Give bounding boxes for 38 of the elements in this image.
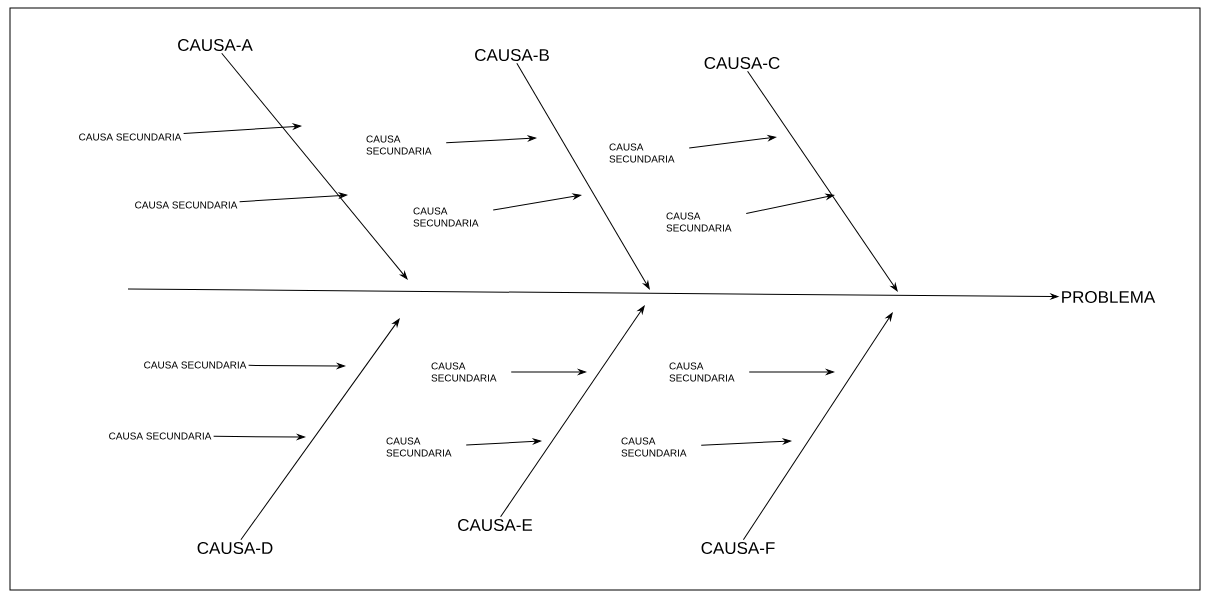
arrow (445, 135, 536, 144)
cause-arrow (240, 318, 400, 541)
cause-arrow (500, 305, 645, 518)
arrow (510, 369, 586, 375)
secondary-cause-label: CAUSA SECUNDARIA (144, 361, 247, 369)
arrow (465, 438, 541, 446)
arrow (688, 135, 776, 149)
secondary-cause-label: CAUSA SECUNDARIA (413, 207, 479, 227)
secondary-cause-label: CAUSA SECUNDARIA (621, 437, 687, 457)
arrow (700, 438, 791, 446)
cause-label: CAUSA-B (475, 49, 549, 62)
cause-label: CAUSA-A (178, 39, 253, 52)
arrow (248, 363, 345, 369)
cause-label: CAUSA-E (458, 519, 533, 532)
arrow (748, 369, 834, 375)
arrow (183, 123, 301, 135)
secondary-cause-label: CAUSA SECUNDARIA (666, 212, 732, 232)
secondary-cause-label: CAUSA SECUNDARIA (386, 437, 452, 457)
spine-arrow (127, 288, 1059, 300)
cause-label: CAUSA-D (197, 542, 273, 555)
secondary-cause-label: CAUSA SECUNDARIA (79, 133, 182, 141)
arrow (745, 193, 835, 214)
problem-label: PROBLEMA (1062, 291, 1156, 304)
cause-arrow (742, 312, 893, 541)
secondary-cause-label: CAUSA SECUNDARIA (431, 362, 497, 382)
secondary-cause-label: CAUSA SECUNDARIA (135, 201, 238, 209)
arrow (213, 434, 305, 440)
cause-label: CAUSA-F (701, 542, 775, 555)
cause-arrow (221, 52, 408, 280)
cause-arrow (516, 62, 650, 290)
arrow (239, 192, 347, 203)
cause-arrow (747, 70, 898, 292)
arrow (492, 193, 581, 211)
secondary-cause-label: CAUSA SECUNDARIA (609, 143, 675, 163)
secondary-cause-label: CAUSA SECUNDARIA (366, 135, 432, 155)
secondary-cause-label: CAUSA SECUNDARIA (109, 432, 212, 440)
secondary-cause-label: CAUSA SECUNDARIA (669, 362, 735, 382)
cause-label: CAUSA-C (704, 57, 780, 70)
